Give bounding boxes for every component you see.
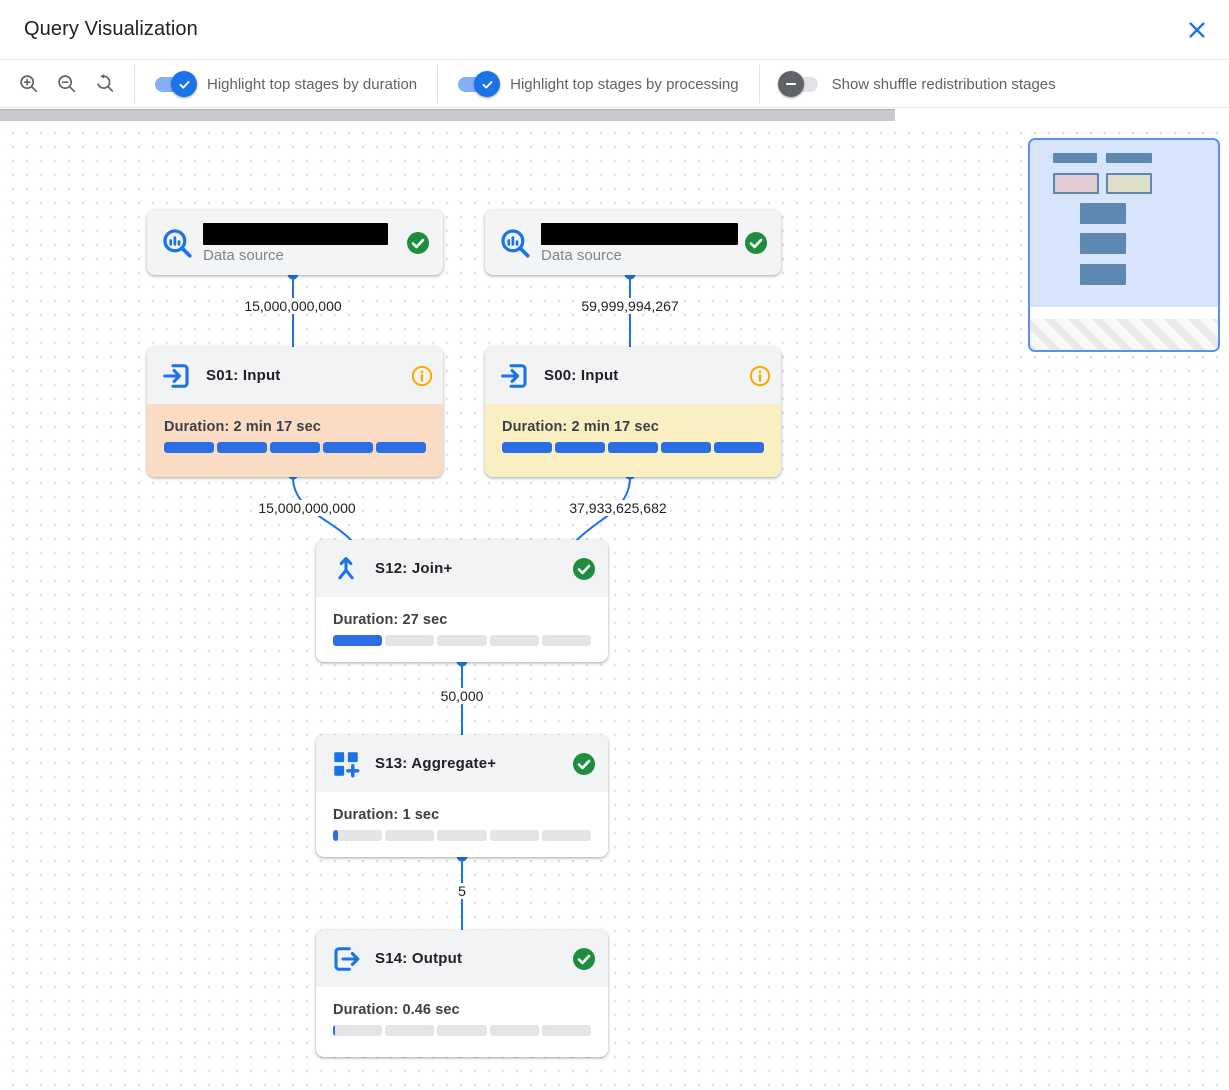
node-stage-s14-output[interactable]: S14: Output Duration: 0.46 sec — [316, 930, 608, 1057]
minimap-node — [1053, 153, 1097, 163]
edge-label-rows: 59,999,994,267 — [578, 298, 682, 314]
stage-header: S01: Input — [147, 347, 443, 404]
info-icon[interactable] — [749, 365, 771, 387]
toggle-knob-minus-icon — [777, 71, 804, 97]
redacted-table-name — [541, 222, 738, 245]
toggle-label: Highlight top stages by processing — [510, 75, 739, 93]
duration-progress-bar — [333, 635, 592, 646]
input-icon — [501, 363, 527, 388]
toggle-show-shuffle[interactable]: Show shuffle redistribution stages — [760, 71, 1076, 97]
dialog-header: Query Visualization — [0, 0, 1229, 60]
duration-progress-bar — [502, 442, 764, 453]
data-source-info: Data source — [541, 222, 744, 264]
aggregate-icon — [334, 751, 360, 777]
minimap-empty-band — [1030, 307, 1218, 319]
stage-header: S13: Aggregate+ — [316, 735, 608, 792]
page-title: Query Visualization — [24, 18, 198, 40]
minimap-node — [1080, 203, 1126, 224]
node-data-source-1[interactable]: Data source — [147, 210, 443, 275]
bigquery-search-icon — [501, 228, 530, 258]
toggle-knob-check-icon — [171, 71, 197, 97]
minimap-node-processing-highlight — [1106, 173, 1152, 194]
graph-toolbar: Highlight top stages by duration Highlig… — [0, 61, 1229, 108]
duration-progress-bar — [164, 442, 426, 453]
duration-label: Duration: 0.46 sec — [333, 1002, 460, 1018]
zoom-controls — [0, 73, 134, 95]
stage-title: S13: Aggregate+ — [375, 755, 497, 772]
duration-label: Duration: 1 sec — [333, 807, 440, 823]
check-circle-icon — [573, 947, 595, 970]
stage-body: Duration: 27 sec — [316, 597, 608, 662]
output-icon — [334, 946, 360, 971]
check-circle-icon — [407, 231, 429, 254]
stage-title: S01: Input — [206, 367, 281, 384]
toggle-knob-check-icon — [474, 71, 501, 97]
toggle-switch-processing[interactable] — [458, 71, 501, 97]
stage-header: S00: Input — [485, 347, 781, 404]
graph-canvas[interactable]: 15,000,000,000 59,999,994,267 15,000,000… — [0, 122, 1229, 1090]
minimap-node-duration-highlight — [1053, 173, 1099, 194]
join-icon — [338, 556, 354, 579]
edge-label-rows: 15,000,000,000 — [255, 500, 359, 516]
horizontal-scrollbar — [0, 108, 1229, 122]
minimap-node — [1106, 153, 1152, 163]
toggle-highlight-duration[interactable]: Highlight top stages by duration — [135, 71, 437, 97]
toolbar-divider — [134, 65, 135, 103]
duration-progress-bar — [333, 830, 592, 841]
graph-minimap[interactable] — [1028, 138, 1220, 352]
check-circle-icon — [573, 557, 595, 580]
duration-label: Duration: 2 min 17 sec — [164, 419, 321, 435]
check-circle-icon — [573, 752, 595, 775]
minimap-out-of-bounds-hatch — [1030, 319, 1218, 350]
stage-title: S00: Input — [544, 367, 619, 384]
node-stage-s00-input[interactable]: S00: Input Duration: 2 min 17 sec — [485, 347, 781, 477]
edge-label-rows: 37,933,625,682 — [566, 500, 670, 516]
node-data-source-2[interactable]: Data source — [485, 210, 781, 275]
input-icon — [163, 363, 189, 388]
info-icon[interactable] — [411, 365, 433, 387]
stage-body: Duration: 1 sec — [316, 792, 608, 857]
stage-body-duration-highlight: Duration: 2 min 17 sec — [147, 404, 443, 477]
stage-title: S14: Output — [375, 950, 463, 967]
zoom-in-button[interactable] — [18, 73, 40, 95]
stage-header: S12: Join+ — [316, 540, 608, 597]
node-stage-s01-input[interactable]: S01: Input Duration: 2 min 17 sec — [147, 347, 443, 477]
toggle-label: Highlight top stages by duration — [207, 75, 418, 93]
zoom-in-icon — [20, 75, 38, 93]
bigquery-search-icon — [163, 228, 192, 258]
toolbar-divider — [758, 65, 760, 103]
horizontal-scrollbar-thumb[interactable] — [0, 109, 895, 121]
check-circle-icon — [745, 231, 767, 254]
data-source-info: Data source — [203, 222, 406, 264]
close-icon — [1189, 22, 1205, 38]
edge-label-rows: 5 — [455, 883, 469, 899]
zoom-reset-button[interactable] — [94, 73, 116, 95]
node-stage-s12-join[interactable]: S12: Join+ Duration: 27 sec — [316, 540, 608, 662]
close-button[interactable] — [1183, 16, 1211, 44]
stage-header: S14: Output — [316, 930, 608, 987]
duration-progress-bar — [333, 1025, 592, 1036]
data-source-label: Data source — [541, 246, 622, 264]
zoom-out-icon — [58, 75, 76, 93]
edge-label-rows: 50,000 — [437, 688, 487, 704]
edge-label-rows: 15,000,000,000 — [241, 298, 345, 314]
toolbar-divider — [437, 65, 439, 103]
toggle-label: Show shuffle redistribution stages — [831, 75, 1056, 93]
toggle-highlight-processing[interactable]: Highlight top stages by processing — [438, 71, 758, 97]
stage-body: Duration: 0.46 sec — [316, 987, 608, 1057]
duration-label: Duration: 2 min 17 sec — [502, 419, 659, 435]
toggle-switch-duration[interactable] — [155, 71, 197, 97]
duration-label: Duration: 27 sec — [333, 612, 448, 628]
node-stage-s13-aggregate[interactable]: S13: Aggregate+ Duration: 1 sec — [316, 735, 608, 857]
data-source-label: Data source — [203, 246, 284, 264]
toggle-switch-shuffle[interactable] — [777, 71, 820, 97]
stage-body-processing-highlight: Duration: 2 min 17 sec — [485, 404, 781, 477]
zoom-out-button[interactable] — [56, 73, 78, 95]
minimap-node — [1080, 233, 1126, 254]
minimap-node — [1080, 264, 1126, 285]
zoom-reset-icon — [97, 74, 114, 92]
stage-title: S12: Join+ — [375, 560, 453, 577]
redacted-table-name — [203, 222, 388, 245]
